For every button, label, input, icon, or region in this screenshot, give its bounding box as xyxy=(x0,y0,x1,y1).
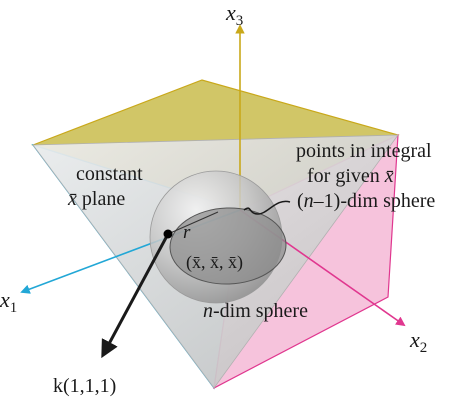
annot-line3-open: ( xyxy=(297,190,304,212)
x1-subscript: 1 xyxy=(10,300,18,316)
annot-line2-text: for given xyxy=(307,165,385,187)
svg-text:for given x̄: for given x̄ xyxy=(307,165,394,187)
svg-text:x̄ plane: x̄ plane xyxy=(67,188,125,210)
annot-line1: points in integral xyxy=(296,140,432,162)
n-dim-sphere-n: n xyxy=(203,300,213,322)
radius-line xyxy=(167,211,219,235)
n-minus-1-dim-sphere xyxy=(169,207,287,285)
svg-text:x2: x2 xyxy=(409,327,427,356)
n-dim-sphere-label: -dim sphere xyxy=(213,300,308,322)
normal-vector-label: k(1,1,1) xyxy=(53,375,116,397)
normal-vector xyxy=(101,233,170,359)
x2-label: x xyxy=(409,327,420,352)
center-point-label: (x̄, x̄, x̄) xyxy=(186,252,243,273)
svg-text:x1: x1 xyxy=(0,287,17,316)
x2-subscript: 2 xyxy=(420,340,428,356)
svg-text:n-dim sphere: n-dim sphere xyxy=(203,300,308,322)
x1-label: x xyxy=(0,287,10,312)
annot-line3-rest: –1)-dim sphere xyxy=(313,190,436,212)
svg-text:x3: x3 xyxy=(225,0,243,29)
annotation-pointer xyxy=(243,200,291,215)
constant-line1: constant xyxy=(76,163,143,185)
constant-var: x̄ xyxy=(67,188,77,210)
annot-line2-var: x̄ xyxy=(384,165,394,187)
annot-line3-n: n xyxy=(304,190,314,212)
constant-plane-text: plane xyxy=(77,188,125,210)
x3-label: x xyxy=(225,0,236,25)
x3-subscript: 3 xyxy=(236,13,244,29)
radius-label: r xyxy=(183,222,191,243)
svg-text:(n–1)-dim sphere: (n–1)-dim sphere xyxy=(297,190,435,212)
center-point xyxy=(163,229,173,239)
